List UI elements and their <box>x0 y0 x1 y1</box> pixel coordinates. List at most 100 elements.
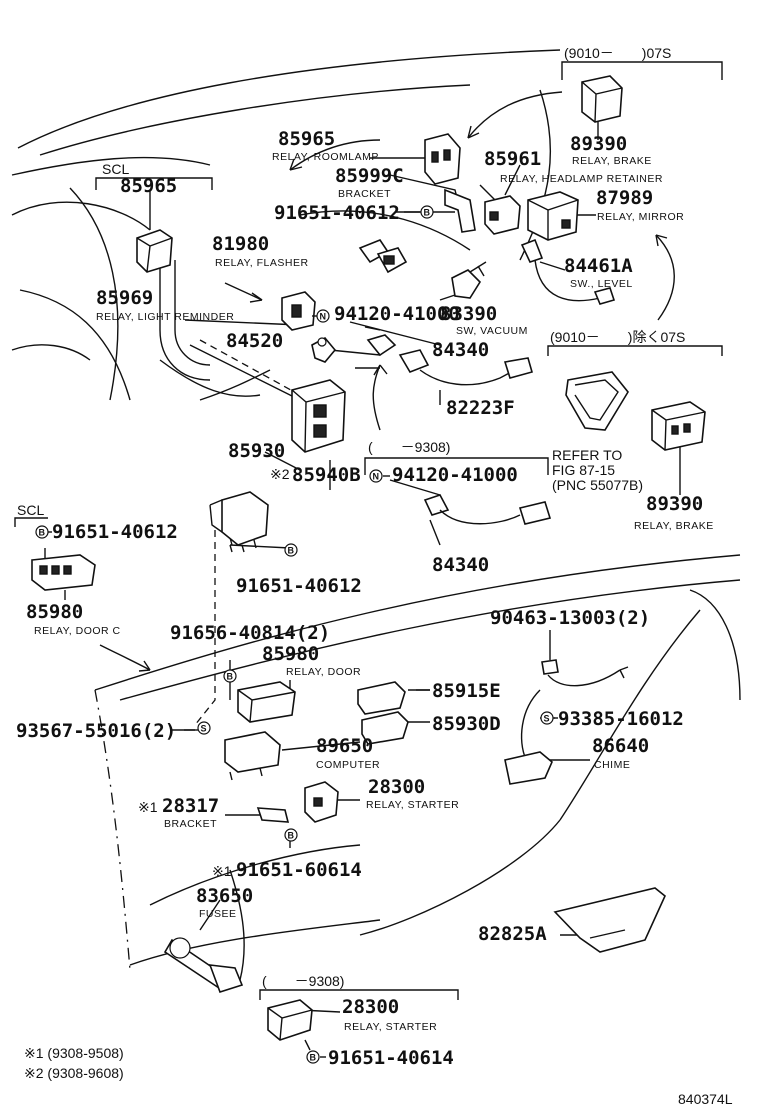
part-number-85915e: 85915E <box>432 680 501 702</box>
part-number-85980-door-c: 85980 <box>26 601 83 623</box>
footnote-1: ※1 (9308-9508) <box>24 1045 124 1061</box>
part-shapes <box>31 75 706 1041</box>
part-number-94120-41000-a: 94120-41000 <box>334 303 460 325</box>
relay-scl-shape <box>136 229 173 273</box>
part-desc-84461a: SW., LEVEL <box>570 278 633 290</box>
part-number-28317: 28317 <box>162 795 219 817</box>
part-number-84340-a: 84340 <box>432 339 489 361</box>
scl-label-85965: SCL <box>102 161 129 177</box>
mark-91651-60614: ※1 <box>212 863 232 879</box>
part-desc-85980-door: RELAY, DOOR <box>286 666 361 678</box>
part-desc-85965: RELAY, ROOMLAMP <box>272 151 379 163</box>
refer-text-3: (PNC 55077B) <box>552 477 643 493</box>
fastener-badges: B N N B B B S S B B <box>35 205 554 1064</box>
svg-text:B: B <box>424 208 431 218</box>
scl-label-91651: SCL <box>17 502 44 518</box>
svg-text:B: B <box>39 528 46 538</box>
relay-roomlamp-shape <box>424 133 461 185</box>
part-number-89650: 89650 <box>316 735 373 757</box>
part-desc-83650: FUSEE <box>199 908 237 920</box>
footnote-2: ※2 (9308-9608) <box>24 1065 124 1081</box>
part-desc-87989: RELAY, MIRROR <box>597 211 684 223</box>
svg-text:B: B <box>310 1053 317 1063</box>
part-number-93385: 93385-16012 <box>558 708 684 730</box>
badge-b-91656 <box>223 669 237 683</box>
range-85940b: ( －9308) <box>368 439 450 455</box>
part-number-85980-door: 85980 <box>262 643 319 665</box>
part-number-85961: 85961 <box>484 148 541 170</box>
part-number-28300-bottom: 28300 <box>342 996 399 1018</box>
refer-text-1: REFER TO <box>552 447 622 463</box>
svg-text:B: B <box>288 546 295 556</box>
range-brackets <box>14 61 723 1000</box>
mark-85940b: ※2 <box>270 466 290 482</box>
part-number-85940b: 85940B <box>292 464 361 486</box>
range-89390-lower: (9010－ )除く07S <box>550 329 685 345</box>
svg-text:B: B <box>288 831 295 841</box>
badge-n-94120-lower <box>369 469 383 483</box>
relay-starter-bottom-shape <box>267 999 313 1041</box>
part-number-90463: 90463-13003(2) <box>490 607 650 629</box>
part-number-28300-mid: 28300 <box>368 776 425 798</box>
footnotes: ※1 (9308-9508) ※2 (9308-9608) <box>24 1045 124 1081</box>
badge-b-91651-upper <box>420 205 434 219</box>
relay-mirror-shape <box>527 191 579 241</box>
part-number-89390-top: 89390 <box>570 133 627 155</box>
svg-text:N: N <box>373 472 380 482</box>
part-number-84520: 84520 <box>226 330 283 352</box>
part-desc-28317: BRACKET <box>164 818 217 830</box>
part-desc-85980-door-c: RELAY, DOOR C <box>34 625 121 637</box>
part-number-91651-40612-a: 91651-40612 <box>274 202 400 224</box>
level-switch-shape <box>520 238 544 263</box>
badge-s-93567 <box>197 721 211 735</box>
part-desc-28300-mid: RELAY, STARTER <box>366 799 459 811</box>
badge-b-91651-40614 <box>306 1050 320 1064</box>
part-desc-89390-lower: RELAY, BRAKE <box>634 520 714 532</box>
part-number-91651-40614: 91651-40614 <box>328 1047 454 1069</box>
part-desc-86640: CHIME <box>594 759 630 771</box>
computer-shape <box>224 731 281 773</box>
number-dashes <box>48 211 558 1058</box>
part-number-91651-40612-scl: 91651-40612 <box>52 521 178 543</box>
svg-text:S: S <box>201 724 207 734</box>
part-84340-lower-shape <box>423 494 450 516</box>
part-number-91656: 91656-40814(2) <box>170 622 330 644</box>
part-number-82223f: 82223F <box>446 397 515 419</box>
part-number-86640: 86640 <box>592 735 649 757</box>
part-number-85999c: 85999C <box>335 165 404 187</box>
badge-s-93385 <box>540 711 554 725</box>
part-number-85969: 85969 <box>96 287 153 309</box>
relay-85915e-shape <box>357 681 406 715</box>
badge-b-91651-60614 <box>284 828 298 842</box>
part-number-94120-41000-b: 94120-41000 <box>392 464 518 486</box>
mark-28317: ※1 <box>138 799 158 815</box>
part-number-82825a: 82825A <box>478 923 547 945</box>
part-number-83650: 83650 <box>196 885 253 907</box>
svg-text:N: N <box>320 312 327 322</box>
range-28300-bottom: ( －9308) <box>262 973 344 989</box>
part-number-85930: 85930 <box>228 440 285 462</box>
chime-shape <box>504 751 553 785</box>
badge-b-85930 <box>284 543 298 557</box>
bracket-28317-shape <box>256 807 290 823</box>
relay-85930-shape <box>221 491 269 546</box>
part-number-83390: 83390 <box>440 303 497 325</box>
relay-headlamp-shape <box>484 195 521 235</box>
part-number-85965-scl: 85965 <box>120 175 177 197</box>
svg-text:B: B <box>227 672 234 682</box>
part-desc-89390-top: RELAY, BRAKE <box>572 155 652 167</box>
part-number-85930d: 85930D <box>432 713 501 735</box>
part-desc-85999c: BRACKET <box>338 188 391 200</box>
part-number-93567: 93567-55016(2) <box>16 720 176 742</box>
part-desc-83390: SW, VACUUM <box>456 325 528 337</box>
relay-door-shape <box>237 681 296 723</box>
part-desc-85961: RELAY, HEADLAMP RETAINER <box>500 173 663 185</box>
part-desc-85969: RELAY, LIGHT REMINDER <box>96 311 234 323</box>
part-desc-28300-bottom: RELAY, STARTER <box>344 1021 437 1033</box>
svg-text:S: S <box>544 714 550 724</box>
refer-text-2: FIG 87-15 <box>552 462 615 478</box>
part-number-91651-60614: 91651-60614 <box>236 859 362 881</box>
part-number-81980: 81980 <box>212 233 269 255</box>
